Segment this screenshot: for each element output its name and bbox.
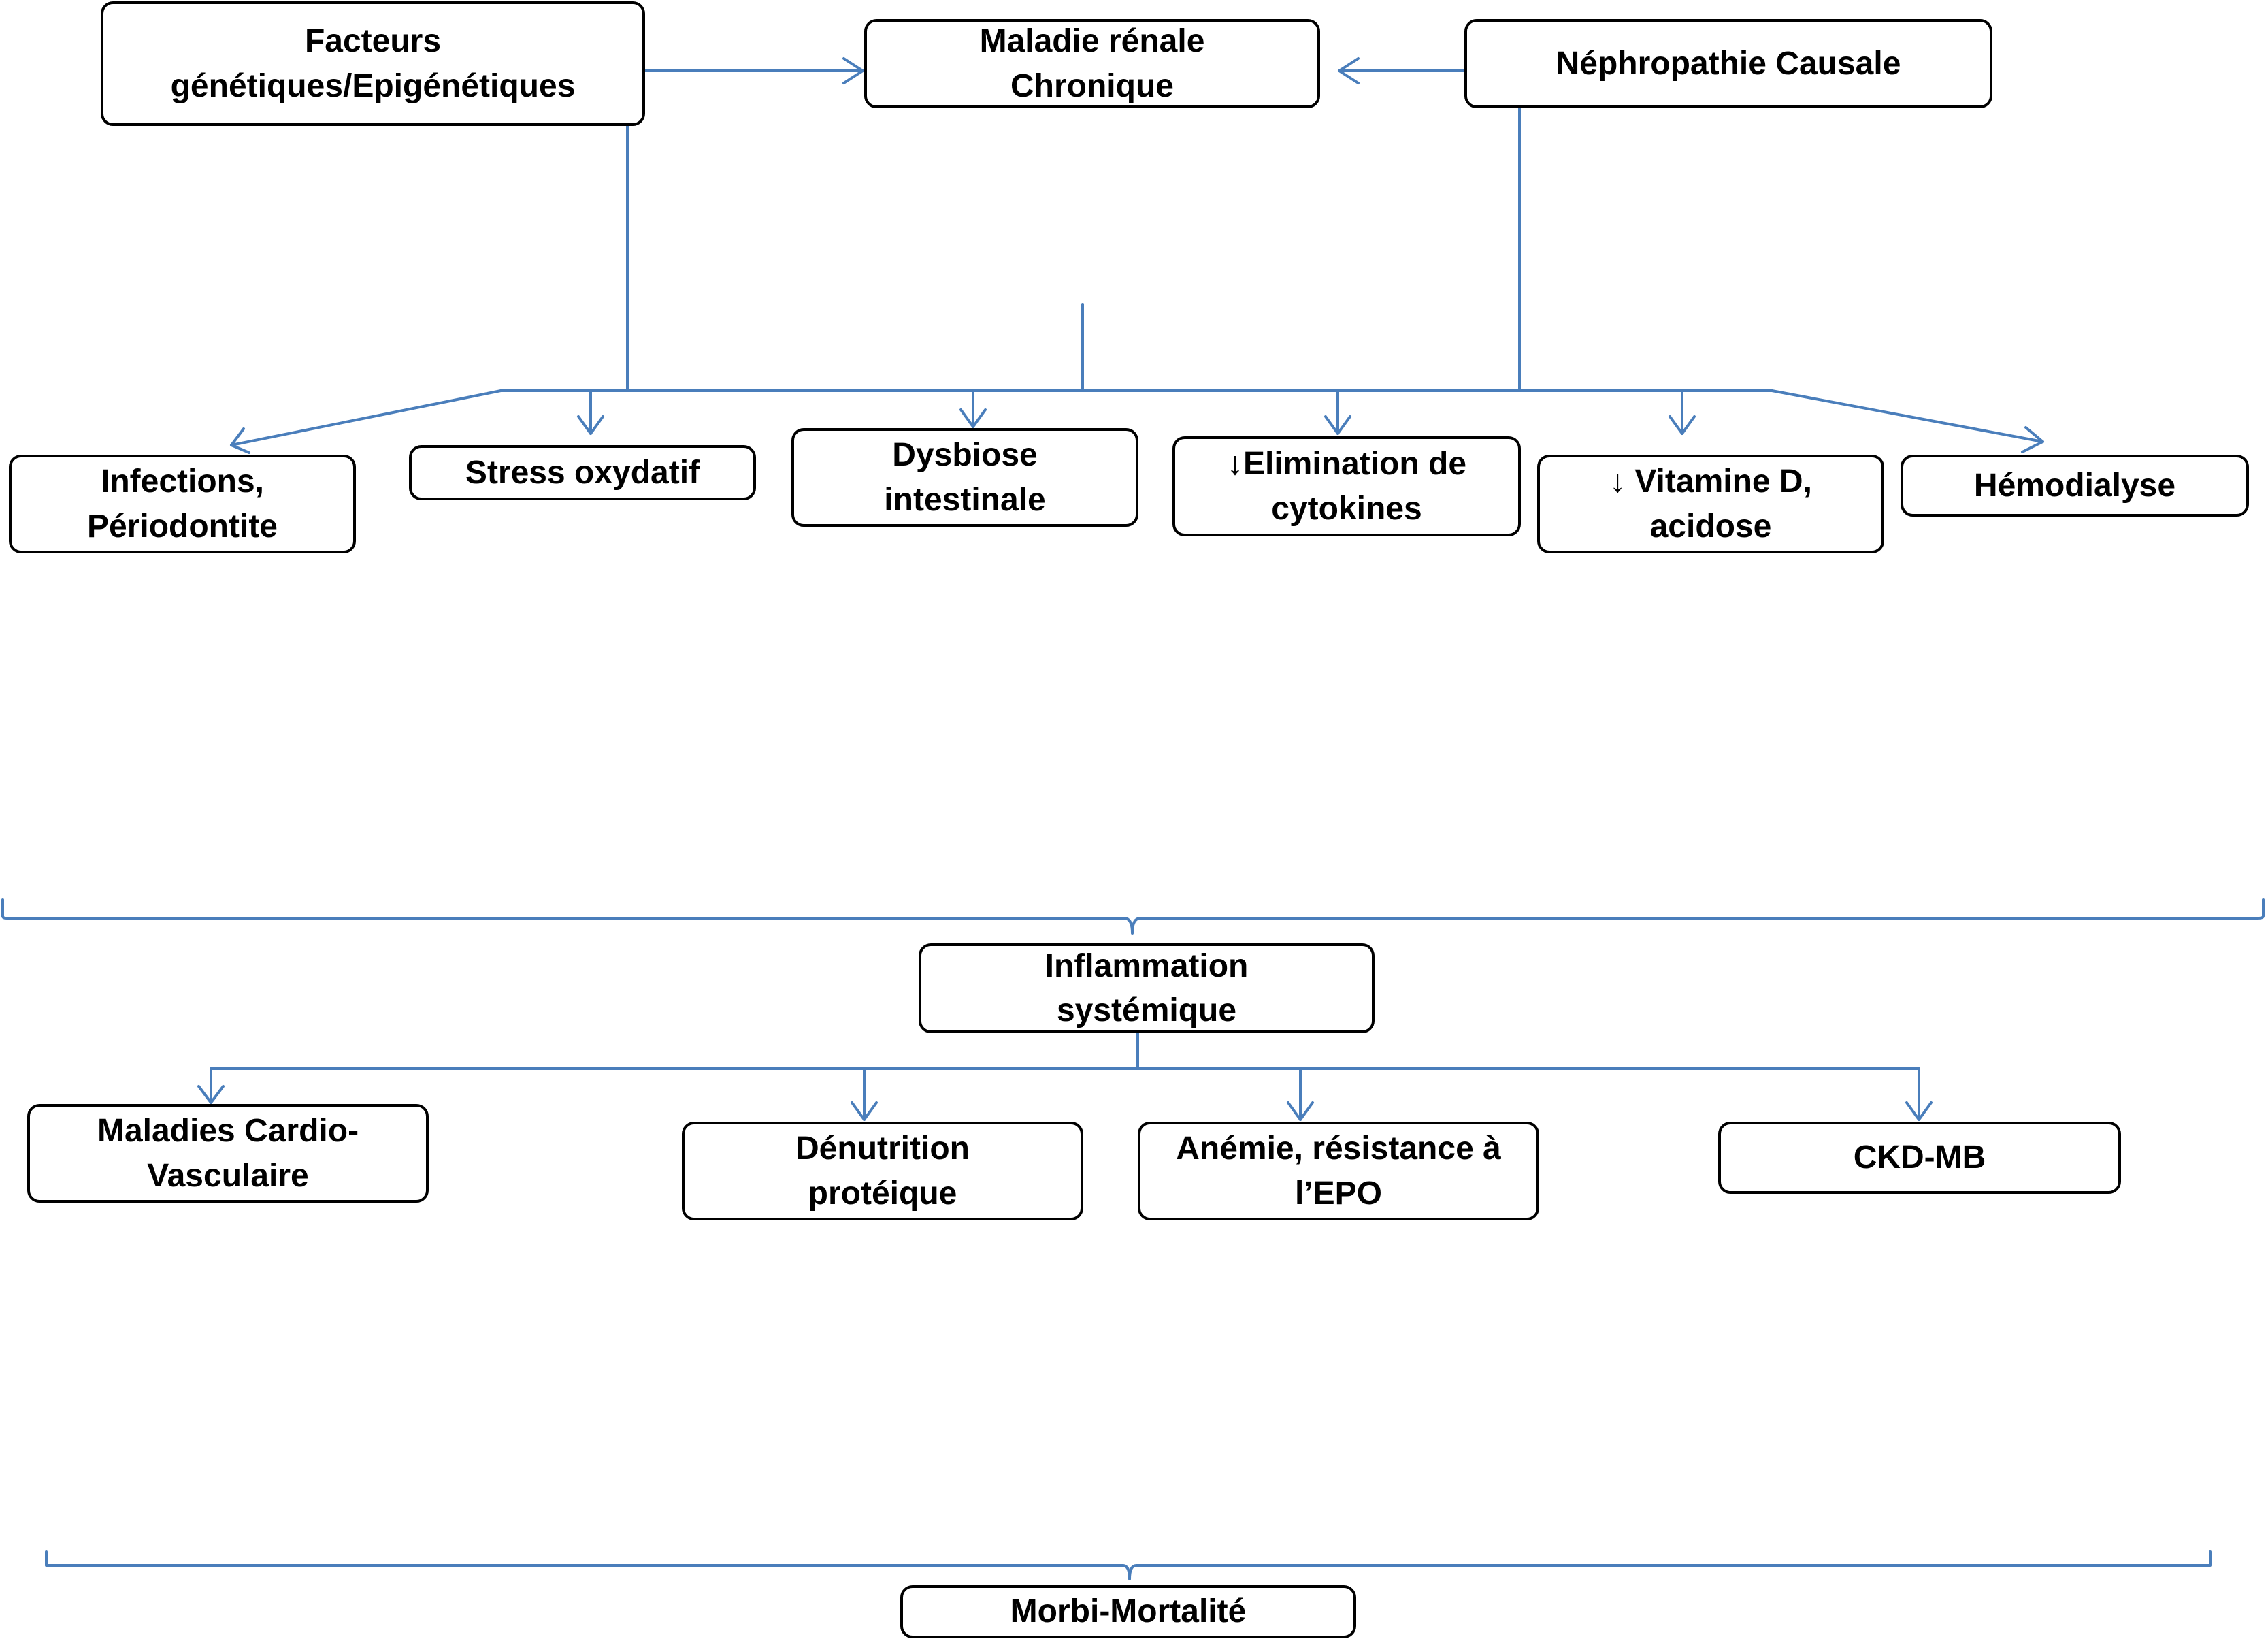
- node-stress: Stress oxydatif: [409, 445, 756, 500]
- node-denutrition-line1: Dénutrition: [795, 1131, 970, 1167]
- node-nephropathie: Néphropathie Causale: [1464, 19, 1992, 108]
- node-anemie-line1: Anémie, résistance à: [1176, 1131, 1501, 1167]
- node-ckd-mb: CKD-MB: [1718, 1122, 2121, 1194]
- node-hemodialyse-line1: Hémodialyse: [1973, 467, 2176, 504]
- node-cytokines-line1: ↓Elimination de: [1226, 446, 1467, 483]
- node-infections-line1: Infections,: [100, 464, 265, 500]
- node-cardio-vasculaire-line1: Maladies Cardio-: [97, 1113, 359, 1150]
- node-denutrition: Dénutrition protéique: [682, 1122, 1083, 1220]
- arrowhead-to-cardio: [197, 1085, 225, 1104]
- node-nephropathie-line1: Néphropathie Causale: [1556, 45, 1901, 82]
- node-infections: Infections, Périodontite: [9, 455, 356, 553]
- node-infections-line2: Périodontite: [86, 508, 278, 545]
- node-genetic-factors: Facteurs génétiques/Epigénétiques: [101, 1, 645, 126]
- node-inflammation-line2: systémique: [1056, 992, 1237, 1028]
- node-genetic-factors-line2: génétiques/Epigénétiques: [170, 67, 576, 104]
- arrowhead-to-vitd: [1669, 415, 1696, 435]
- node-morbi-mortalite-line1: Morbi-Mortalité: [1010, 1593, 1247, 1630]
- node-hemodialyse: Hémodialyse: [1901, 455, 2249, 517]
- node-inflammation-line1: Inflammation: [1045, 947, 1249, 984]
- arrowhead-to-infections: [230, 427, 250, 454]
- arrowhead-to-dysbiose: [959, 408, 987, 428]
- node-cytokines-line2: cytokines: [1271, 490, 1422, 527]
- arrowhead-nephro-to-ckd: [1338, 57, 1360, 84]
- arrowhead-to-cytokines: [1324, 415, 1351, 435]
- node-vitamine-d: ↓ Vitamine D, acidose: [1537, 455, 1884, 553]
- node-vitamine-d-line1: ↓ Vitamine D,: [1609, 464, 1812, 500]
- node-anemie: Anémie, résistance à l’EPO: [1138, 1122, 1539, 1220]
- node-anemie-line2: l’EPO: [1294, 1175, 1383, 1212]
- arrowhead-to-ckdmb: [1905, 1101, 1933, 1121]
- node-denutrition-line2: protéique: [808, 1175, 957, 1212]
- node-dysbiose: Dysbiose intestinale: [791, 428, 1138, 527]
- node-ckd-line1: Maladie rénale: [979, 23, 1205, 60]
- arrowhead-to-denutrition: [851, 1101, 878, 1121]
- node-cardio-vasculaire: Maladies Cardio- Vasculaire: [27, 1104, 429, 1203]
- arrow-to-infections: [230, 389, 502, 446]
- node-dysbiose-line2: intestinale: [884, 481, 1046, 518]
- arrowhead-genetic-to-ckd: [842, 57, 864, 84]
- node-vitamine-d-line2: acidose: [1649, 508, 1772, 545]
- node-genetic-factors-line1: Facteurs: [304, 23, 442, 60]
- node-morbi-mortalite: Morbi-Mortalité: [900, 1585, 1356, 1638]
- arrow-to-hemo: [1771, 389, 2044, 443]
- node-ckd-mb-line1: CKD-MB: [1853, 1139, 1986, 1176]
- arrowhead-to-stress: [577, 415, 604, 435]
- arrowhead-to-hemo: [2021, 426, 2044, 453]
- node-ckd: Maladie rénale Chronique: [864, 19, 1320, 108]
- brace-bottom: [45, 1550, 2212, 1580]
- node-cardio-vasculaire-line2: Vasculaire: [147, 1157, 309, 1194]
- node-stress-line1: Stress oxydatif: [465, 454, 700, 491]
- node-inflammation: Inflammation systémique: [919, 943, 1375, 1033]
- node-cytokines: ↓Elimination de cytokines: [1172, 436, 1521, 536]
- node-ckd-line2: Chronique: [1010, 67, 1174, 104]
- node-dysbiose-line1: Dysbiose: [892, 437, 1038, 474]
- arrowhead-to-anemie: [1287, 1101, 1314, 1121]
- brace-top: [1, 898, 2265, 935]
